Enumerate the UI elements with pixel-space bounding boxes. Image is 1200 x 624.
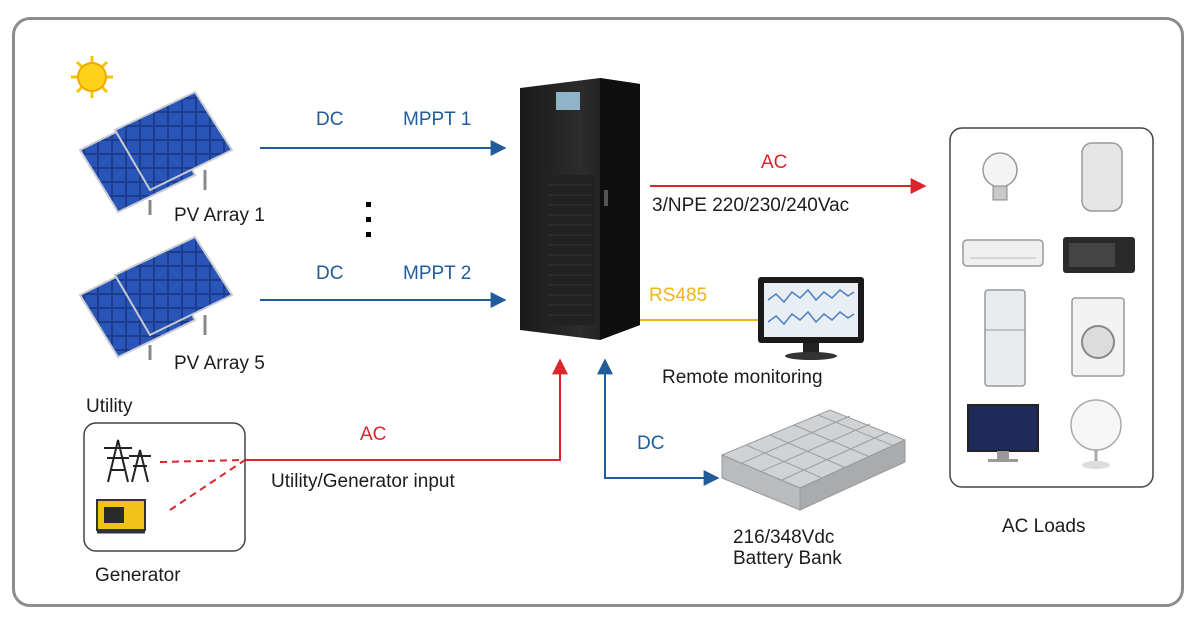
refrigerator-icon [984, 289, 1026, 387]
pv5-port-label: MPPT 2 [403, 263, 472, 284]
sun-icon [71, 56, 113, 98]
monitor-icon [758, 277, 864, 360]
grid-flow-label: AC [360, 424, 387, 445]
rs485-label: RS485 [649, 285, 708, 306]
transmission-tower-icon [104, 439, 151, 483]
water-heater-icon [1081, 142, 1123, 212]
ac-output-spec-label: 3/NPE 220/230/240Vac [652, 195, 850, 216]
remote-monitoring-label: Remote monitoring [662, 367, 823, 388]
battery-voltage-label: 216/348Vdc [733, 527, 835, 548]
pv-array-5-label: PV Array 5 [174, 353, 265, 374]
microwave-icon [1063, 237, 1135, 273]
diagram-frame [12, 17, 1184, 607]
solar-panel-icon [78, 90, 234, 215]
dc-battery-line [597, 358, 720, 486]
ellipsis-dots [366, 202, 371, 237]
ac-output-flow-label: AC [761, 152, 788, 173]
battery-bank-label: Battery Bank [733, 548, 842, 569]
light-bulb-icon [982, 152, 1018, 201]
computer-icon [967, 404, 1039, 462]
inverter-cabinet-icon [520, 78, 640, 340]
generator-label: Generator [95, 565, 181, 586]
pv1-port-label: MPPT 1 [403, 109, 472, 130]
pv-array-1-label: PV Array 1 [174, 205, 265, 226]
ac-loads-label: AC Loads [1002, 516, 1086, 537]
grid-dashed-line [159, 459, 246, 511]
solar-panel-icon [78, 235, 234, 360]
pv5-flow-label: DC [316, 263, 344, 284]
ac-loads-box [949, 127, 1154, 488]
grid-source-box [83, 422, 246, 552]
utility-label: Utility [86, 396, 133, 417]
fan-icon [1070, 399, 1122, 469]
washing-machine-icon [1071, 297, 1125, 377]
ac-grid-line [245, 358, 568, 461]
generator-icon [96, 499, 146, 534]
battery-flow-label: DC [637, 433, 665, 454]
air-conditioner-icon [962, 239, 1044, 267]
pv1-flow-label: DC [316, 109, 344, 130]
grid-input-label: Utility/Generator input [271, 471, 455, 492]
battery-bank-icon [720, 409, 907, 511]
